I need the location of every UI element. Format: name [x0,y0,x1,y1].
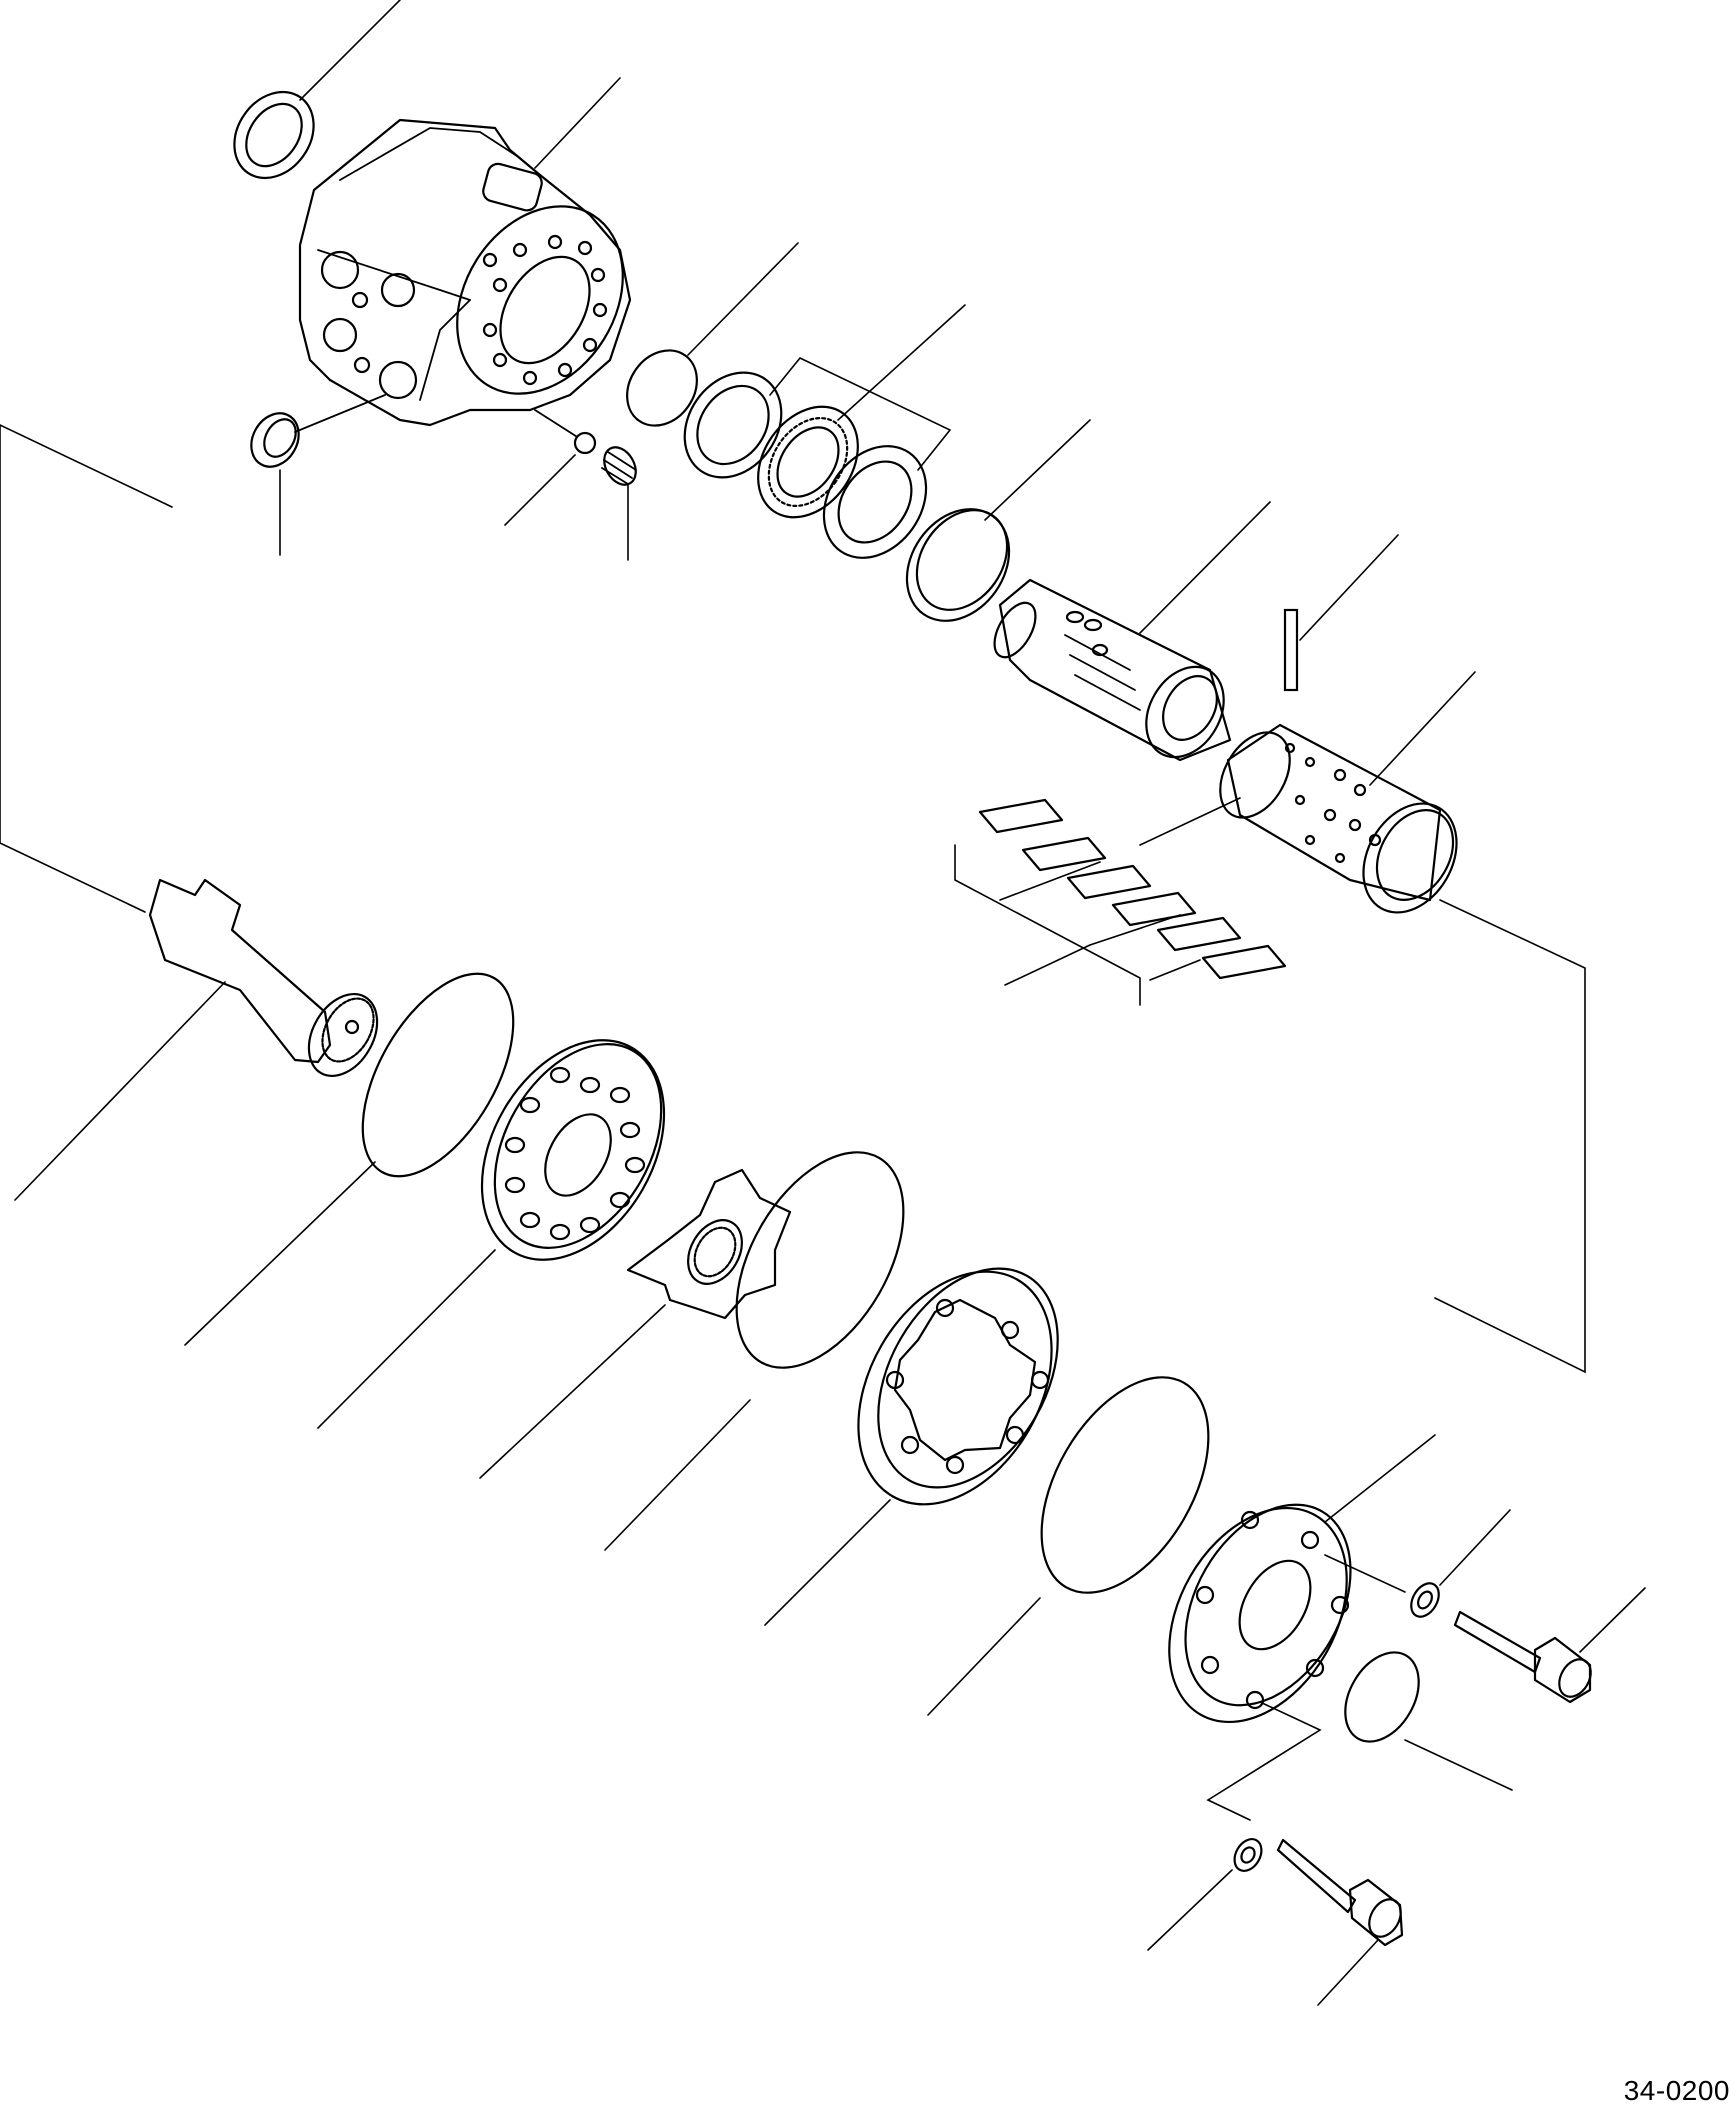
washer [1410,1509,1511,1618]
assembly-bracket-right [1434,899,1586,1374]
bracket-washers [769,357,952,471]
figure-reference-code: 34-0200 [1623,2075,1730,2106]
thrust-washer [683,371,783,479]
plug [1344,1651,1513,1791]
gear-rotor [479,1168,792,1479]
assembly-bracket-left [0,424,173,913]
needle-bearing [757,304,966,519]
end-cap [1168,1434,1436,1821]
port-plug [250,394,386,556]
valve-housing [298,77,632,427]
gear-stator [764,1267,1059,1626]
seal-ring [233,0,401,180]
o-ring-4 [927,1376,1210,1716]
o-ring [626,242,799,427]
centering-springs [954,797,1287,1006]
washer-lower [1147,1838,1263,1951]
drive-shaft [14,878,379,1201]
distributor-plate [317,1039,666,1429]
spring [601,446,637,561]
sleeve [1219,671,1476,914]
check-ball [504,409,597,526]
o-ring-2 [184,972,515,1346]
cross-pin [1283,534,1399,692]
thrust-washer-2 [822,445,928,559]
bolt-lower [1276,1838,1404,2006]
dust-seal [905,419,1091,622]
o-ring-3 [604,1151,905,1551]
bolt [1453,1587,1646,1704]
spool [993,501,1271,762]
